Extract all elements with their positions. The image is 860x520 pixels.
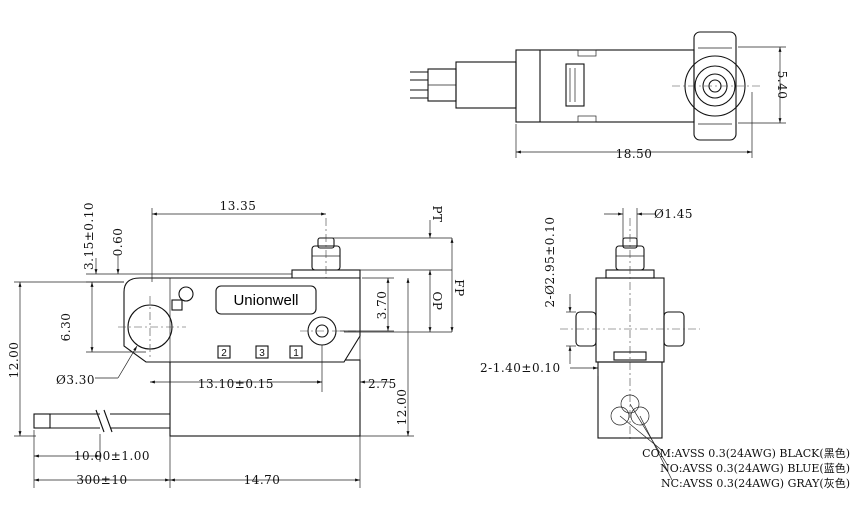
dim-3-15: 3.15±0.10 0.60 [82,202,292,283]
dim-2-95-label: 2-Ø2.95±0.10 [543,216,557,307]
side-slot [613,351,647,361]
dim-3-15-label: 3.15±0.10 [82,202,96,270]
dim-1-40-label: 2-1.40±0.10 [480,361,561,375]
dim-0-60-label: 0.60 [111,228,125,257]
dim-3-70: 3.70 [340,277,394,332]
dim-5-40-label: 5.40 [775,71,789,100]
brand-label: Unionwell [215,285,317,315]
front-cable [33,409,170,433]
dim-10-00-label: 10.00±1.00 [74,449,150,463]
dim-13-10-label: 13.10±0.15 [198,377,274,391]
dim-2-95: 2-Ø2.95±0.10 [543,216,576,364]
terminal-3: 3 [259,348,265,359]
wire-com: COM:AVSS 0.3(24AWG) BLACK(黑色) [642,446,850,460]
front-view: Unionwell 2 3 1 13.35 PT OP FP [7,199,466,488]
side-lower-body [597,361,663,439]
terminal-1: 1 [293,348,299,359]
front-small-hole [178,286,194,302]
dim-13-35-label: 13.35 [220,199,257,213]
wire-nc: NC:AVSS 0.3(24AWG) GRAY(灰色) [661,476,850,490]
side-wire-circles [610,394,650,426]
top-view: 18.50 5.40 [410,31,789,161]
top-cable [410,61,517,109]
dim-2-75: 2.75 [300,336,397,392]
dim-3-70-label: 3.70 [375,291,389,320]
dim-6-30: 6.30 [59,282,146,353]
front-lower-body [169,359,361,437]
dim-18-50-label: 18.50 [616,147,653,161]
dim-12-00-right-label: 12.00 [395,389,409,426]
wire-no: NO:AVSS 0.3(24AWG) BLUE(蓝色) [660,461,850,475]
front-housing [123,277,361,363]
label-fp: FP [452,279,466,296]
top-housing [515,31,760,141]
dim-12-00-left-label: 12.00 [7,342,21,379]
dim-hole: Ø3.30 [56,345,138,387]
brand-text: Unionwell [233,292,298,309]
dim-13-35: 13.35 [151,199,326,282]
dim-1-45: Ø1.45 [604,207,693,240]
dim-10-00: 10.00±1.00 [33,430,150,488]
label-op: OP [430,292,444,311]
dim-18-50: 18.50 [515,92,753,161]
side-view: Ø1.45 2-Ø2.95±0.10 2-1.40±0.10 [480,207,700,440]
dim-5-40: 5.40 [738,46,789,124]
dim-6-30-label: 6.30 [59,313,73,342]
wire-legend: COM:AVSS 0.3(24AWG) BLACK(黑色) NO:AVSS 0.… [619,403,850,490]
dim-14-70-label: 14.70 [244,473,281,487]
dim-300-14-70: 300±10 14.70 [34,436,361,488]
front-small-square [171,299,183,311]
terminal-markings: 2 3 1 [217,345,303,359]
front-mount-hole [118,296,186,360]
terminal-2: 2 [221,348,227,359]
dim-300-label: 300±10 [76,473,127,487]
dim-1-45-label: Ø1.45 [654,207,693,221]
dim-12-00-right: 12.00 [360,278,414,437]
dim-13-10: 13.10±0.15 [150,345,323,392]
dim-hole-label: Ø3.30 [56,373,95,387]
dim-2-75-label: 2.75 [368,377,397,391]
actuator-position-lines: PT OP FP [326,205,466,333]
dim-1-40: 2-1.40±0.10 [480,361,599,376]
dim-12-00-left: 12.00 [7,281,124,437]
label-pt: PT [430,205,444,222]
